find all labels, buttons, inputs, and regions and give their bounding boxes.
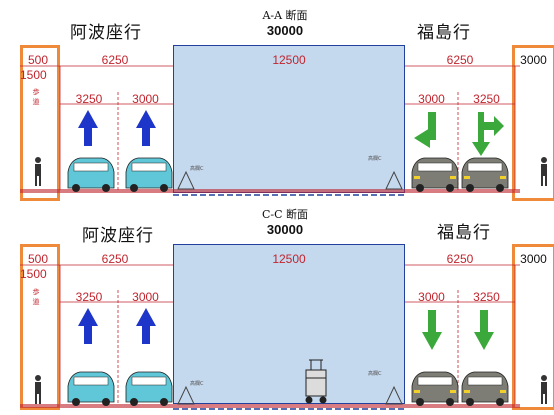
- dim-lane-right-1: 3000: [418, 92, 445, 106]
- left-direction-label: 阿波座行: [82, 226, 154, 246]
- section-c-drawing: 高欄C 高欄C: [20, 264, 547, 410]
- dim-lane-right-2: 3250: [473, 290, 500, 304]
- total-width: 30000: [266, 23, 304, 38]
- section-title: A-A 断面: [262, 9, 308, 22]
- dim-sidewalk: 1500: [20, 68, 47, 82]
- dim-right-edge: 3000: [520, 53, 547, 67]
- pedestrian-icon: [541, 157, 547, 186]
- dim-sidewalk: 1500: [20, 267, 47, 281]
- dim-left-road: 6250: [101, 53, 129, 67]
- dim-median: 12500: [272, 252, 306, 266]
- right-direction-label: 福島行: [417, 23, 471, 43]
- car-icon: [411, 371, 459, 406]
- lane-arrows-left: [78, 308, 156, 344]
- left-sidewalk-box: [20, 45, 60, 201]
- dim-lane-right-1: 3000: [418, 290, 445, 304]
- sidewalk-label: 歩道: [32, 289, 40, 306]
- dim-right-road: 6250: [446, 53, 474, 67]
- car-icon: [125, 371, 173, 406]
- section-c-c: 阿波座行 C-C 断面 30000 福島行 高欄C 高欄C: [0, 208, 554, 415]
- crane-icon: [305, 359, 327, 404]
- dim-lane-left-2: 3000: [132, 290, 159, 304]
- pedestrian-icon: [35, 375, 41, 404]
- dim-right-edge: 3000: [520, 252, 547, 266]
- median-marker-right: 高欄C: [368, 370, 382, 377]
- dim-left-edge: 500: [28, 252, 49, 266]
- car-icon: [67, 157, 115, 192]
- car-icon: [411, 157, 459, 192]
- right-direction-label: 福島行: [437, 223, 491, 243]
- dim-right-road: 6250: [446, 252, 474, 266]
- dim-median: 12500: [272, 53, 306, 67]
- median-marker-left: 高欄C: [190, 165, 204, 172]
- sidewalk-label: 歩道: [32, 89, 40, 106]
- left-direction-label: 阿波座行: [70, 23, 142, 43]
- car-icon: [461, 371, 509, 406]
- median-marker-left: 高欄C: [190, 380, 204, 387]
- median-area: [173, 45, 405, 193]
- dim-lane-left-2: 3000: [132, 92, 159, 106]
- section-a-a: 阿波座行 A-A 断面 30000 福島行 高欄C 高欄C: [0, 0, 554, 207]
- dim-lane-right-2: 3250: [473, 92, 500, 106]
- car-icon: [461, 157, 509, 192]
- total-width: 30000: [266, 222, 304, 237]
- section-title: C-C 断面: [261, 208, 309, 221]
- arrow-up-icon: [78, 110, 98, 146]
- arrow-up-icon: [136, 308, 156, 344]
- dim-left-edge: 500: [28, 53, 49, 67]
- lane-arrows-left: [78, 110, 156, 146]
- arrow-up-icon: [78, 308, 98, 344]
- dim-lane-left-1: 3250: [75, 92, 103, 106]
- section-a-drawing: 高欄C 高欄C: [20, 65, 547, 196]
- pedestrian-icon: [35, 157, 41, 186]
- lane-arrows-right: [414, 112, 504, 156]
- median-area: [173, 244, 405, 404]
- arrow-down-icon: [474, 310, 494, 350]
- left-turn-arrow-icon: [414, 112, 436, 148]
- arrow-down-icon: [422, 310, 442, 350]
- median-marker-right: 高欄C: [368, 155, 382, 162]
- straight-right-arrow-icon: [472, 112, 504, 156]
- dim-lane-left-1: 3250: [75, 290, 103, 304]
- pedestrian-icon: [541, 375, 547, 404]
- left-sidewalk-box: [20, 244, 60, 410]
- dim-left-road: 6250: [101, 252, 129, 266]
- car-icon: [67, 371, 115, 406]
- lane-arrows-right: [422, 310, 494, 350]
- car-icon: [125, 157, 173, 192]
- arrow-up-icon: [136, 110, 156, 146]
